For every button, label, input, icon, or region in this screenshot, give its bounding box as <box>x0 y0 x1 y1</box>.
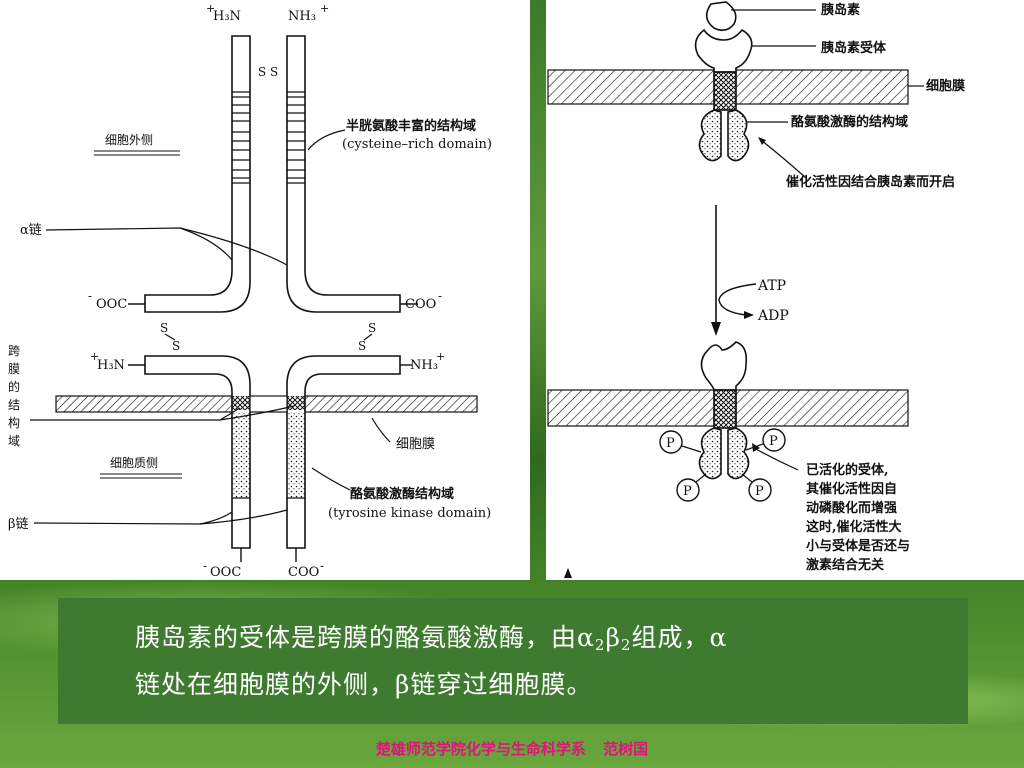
receptor-activation-svg: 胰岛素 胰岛素受体 细胞膜 酪氨酸激酶的结构域 催化活性因结合胰岛素而开启 AT… <box>547 1 965 578</box>
tyrosine-kinase-domain-label: 酪氨酸激酶的结构域 <box>791 114 908 130</box>
svg-text:小与受体是否还与: 小与受体是否还与 <box>806 538 910 554</box>
plus-sign: + <box>90 350 99 363</box>
beta-chain-label: β链 <box>8 517 29 532</box>
ooc-left-label-text: OOC <box>96 297 127 312</box>
svg-text:P: P <box>755 484 764 499</box>
svg-text:这时,催化活性大: 这时,催化活性大 <box>806 519 902 535</box>
tyrosine-domain-label-en: (tyrosine kinase domain) <box>328 506 491 521</box>
activated-receptor-description: 已活化的受体, 其催化活性因自 动磷酸化而增强 这时,催化活性大 小与受体是否还… <box>806 462 910 573</box>
footer-institution: 楚雄师范学院化学与生命科学系 <box>375 740 586 758</box>
sulfur-atom: S <box>160 321 168 335</box>
plus-sign: + <box>320 2 329 15</box>
membrane-label: 细胞膜 <box>396 437 435 452</box>
beta-c-terminus-minus: - <box>203 559 207 573</box>
phosphate-group: P <box>741 473 772 502</box>
caption-panel <box>58 598 968 724</box>
atp-label: ATP <box>757 278 786 294</box>
phosphate-group: P <box>676 473 707 502</box>
cysteine-domain-label-cn: 半胱氨酸丰富的结构域 <box>346 118 476 134</box>
svg-text:域: 域 <box>8 434 20 448</box>
caption-text: 组成，α <box>631 623 728 652</box>
alpha-chain-right <box>286 35 401 313</box>
cysteine-rich-bands <box>232 91 305 184</box>
cytoplasm-label: 细胞质侧 <box>110 456 158 470</box>
plus-sign: + <box>436 350 445 363</box>
sulfur-atom: S <box>358 339 366 353</box>
tyrosine-domain-label-cn: 酪氨酸激酶结构域 <box>350 486 454 502</box>
slide-footer: 楚雄师范学院化学与生命科学系 范树国 <box>0 738 1024 759</box>
receptor-structure-svg: + H₃N NH₃ + S S 细胞外侧 <box>8 2 492 580</box>
sulfur-atom: S <box>172 339 180 353</box>
beta-chain-right <box>286 355 401 549</box>
transmembrane-domain-label: 跨 膜 的 结 构 域 <box>8 344 20 448</box>
beta-c-terminus-minus: - <box>320 559 324 573</box>
ooc-left-label: - <box>88 289 92 303</box>
svg-text:已活化的受体,: 已活化的受体, <box>806 462 889 478</box>
svg-text:其催化活性因自: 其催化活性因自 <box>806 481 897 497</box>
disulfide-bond-top: S S <box>258 65 278 79</box>
cell-membrane-label: 细胞膜 <box>926 78 965 94</box>
active-receptor <box>698 341 750 480</box>
caption-text: β <box>605 623 621 652</box>
inactive-receptor <box>694 28 753 162</box>
sulfur-atom: S <box>368 321 376 335</box>
alpha-chain-left <box>144 35 251 313</box>
phosphate-group: P <box>745 428 786 452</box>
beta-chain-left <box>144 355 251 549</box>
cell-membrane-band <box>55 395 478 413</box>
catalytic-activity-label: 催化活性因结合胰岛素而开启 <box>786 174 955 190</box>
beta-c-terminus-right: COO <box>288 565 319 580</box>
svg-text:P: P <box>769 434 778 449</box>
alpha-n-terminus-left: H₃N <box>213 9 241 24</box>
svg-text:激素结合无关: 激素结合无关 <box>806 557 884 573</box>
svg-text:动磷酸化而增强: 动磷酸化而增强 <box>806 500 897 516</box>
cysteine-domain-label-en: (cysteine–rich domain) <box>342 137 492 152</box>
receptor-activation-diagram: 胰岛素 胰岛素受体 细胞膜 酪氨酸激酶的结构域 催化活性因结合胰岛素而开启 AT… <box>546 0 1024 580</box>
coo-right-minus: - <box>438 289 442 303</box>
insulin-label: 胰岛素 <box>821 2 860 18</box>
cell-membrane-bottom <box>547 389 909 427</box>
insulin-molecule <box>705 1 737 32</box>
caption-text-line2: 链处在细胞膜的外侧，β链穿过细胞膜。 <box>135 670 593 699</box>
svg-text:膜: 膜 <box>8 362 20 376</box>
plus-sign: + <box>206 2 215 15</box>
alpha-chain-label: α链 <box>20 223 42 238</box>
svg-text:构: 构 <box>8 415 20 430</box>
coo-right-label: COO <box>405 297 436 312</box>
beta-c-terminus-left: OOC <box>210 565 241 580</box>
svg-text:P: P <box>666 436 675 451</box>
svg-text:P: P <box>683 484 692 499</box>
beta-n-terminus-left: H₃N <box>97 358 125 373</box>
phosphate-group: P <box>659 430 702 454</box>
receptor-structure-diagram: + H₃N NH₃ + S S 细胞外侧 <box>0 0 530 580</box>
svg-text:结: 结 <box>8 398 20 412</box>
caption-text: 胰岛素的受体是跨膜的酪氨酸激酶，由α <box>135 623 595 652</box>
stray-mark <box>564 568 572 578</box>
footer-author: 范树国 <box>603 740 649 758</box>
adp-label: ADP <box>757 308 789 324</box>
alpha-n-terminus-right: NH₃ <box>288 9 316 24</box>
insulin-receptor-label: 胰岛素受体 <box>821 40 887 56</box>
cell-membrane-top <box>547 69 909 105</box>
extracellular-label: 细胞外侧 <box>105 133 153 147</box>
caption-subscript: 2 <box>620 636 632 654</box>
svg-text:的: 的 <box>8 379 20 394</box>
beta-n-terminus-right: NH₃ <box>410 358 438 373</box>
caption-subscript: 2 <box>594 636 606 654</box>
svg-text:跨: 跨 <box>8 344 20 358</box>
